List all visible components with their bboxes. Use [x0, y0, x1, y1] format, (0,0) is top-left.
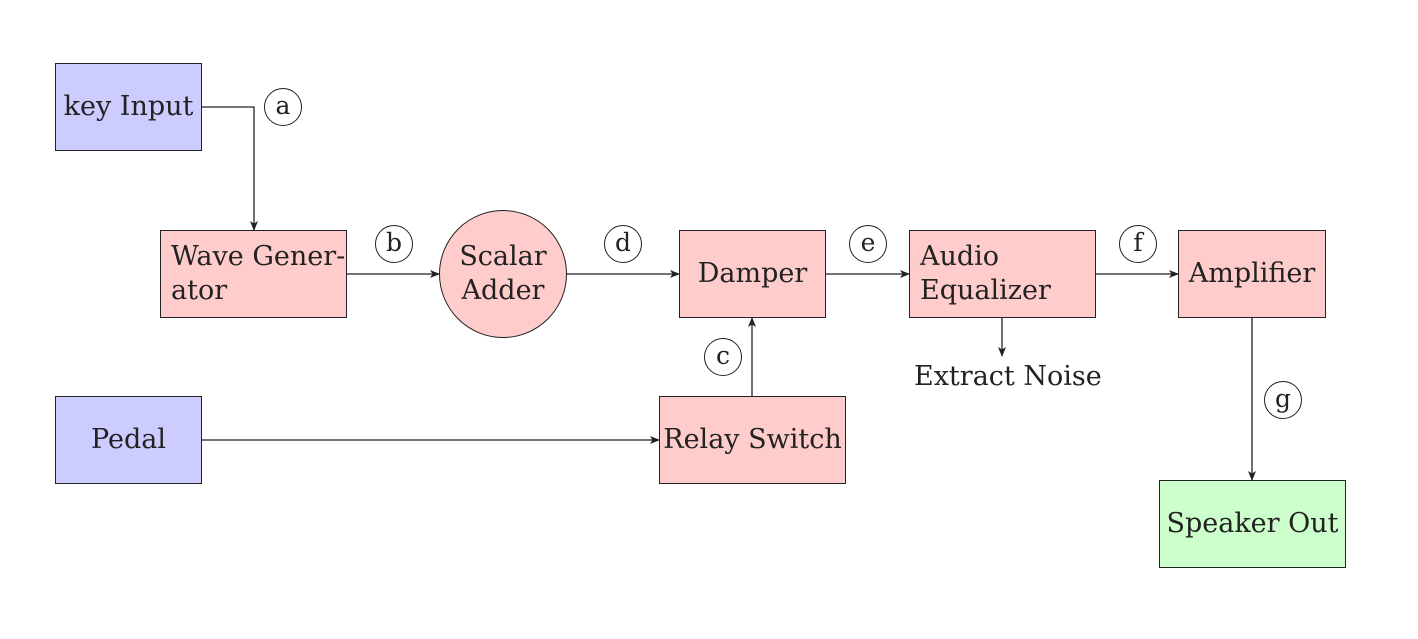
pedal-label: Pedal: [91, 424, 166, 455]
audio-equalizer-block: Audio Equalizer: [909, 230, 1096, 318]
signal-tag-d: d: [604, 225, 642, 263]
speaker-out-block: Speaker Out: [1159, 480, 1346, 568]
wave-generator-label-line-2: ator: [171, 275, 228, 306]
key-input-block: key Input: [55, 63, 202, 151]
speaker-out-label: Speaker Out: [1166, 508, 1339, 539]
scalar-adder-node: Scalar Adder: [439, 210, 567, 338]
wave-generator-label-line-1: Wave Gener-: [171, 241, 346, 272]
relay-switch-label: Relay Switch: [663, 424, 842, 455]
pedal-block: Pedal: [55, 396, 202, 484]
scalar-adder-label-line-2: Adder: [461, 275, 545, 306]
wave-generator-block: Wave Gener- ator: [160, 230, 347, 318]
extract-noise-label: Extract Noise: [914, 361, 1102, 392]
signal-tag-a: a: [264, 88, 302, 126]
audio-equalizer-label-line-2: Equalizer: [920, 275, 1051, 306]
scalar-adder-label-line-1: Scalar: [459, 241, 547, 272]
arrow-key-input-to-wave-generator: [202, 106, 258, 231]
signal-tag-e: e: [849, 225, 887, 263]
signal-tag-c: c: [704, 338, 742, 376]
damper-block: Damper: [679, 230, 826, 318]
audio-equalizer-label-line-1: Audio: [920, 241, 1000, 272]
signal-tag-b: b: [375, 225, 413, 263]
signal-tag-f: f: [1119, 225, 1157, 263]
relay-switch-block: Relay Switch: [659, 396, 846, 484]
signal-tag-g: g: [1264, 381, 1302, 419]
amplifier-block: Amplifier: [1178, 230, 1326, 318]
key-input-label: key Input: [63, 91, 194, 122]
amplifier-label: Amplifier: [1188, 258, 1316, 289]
damper-label: Damper: [697, 258, 808, 289]
